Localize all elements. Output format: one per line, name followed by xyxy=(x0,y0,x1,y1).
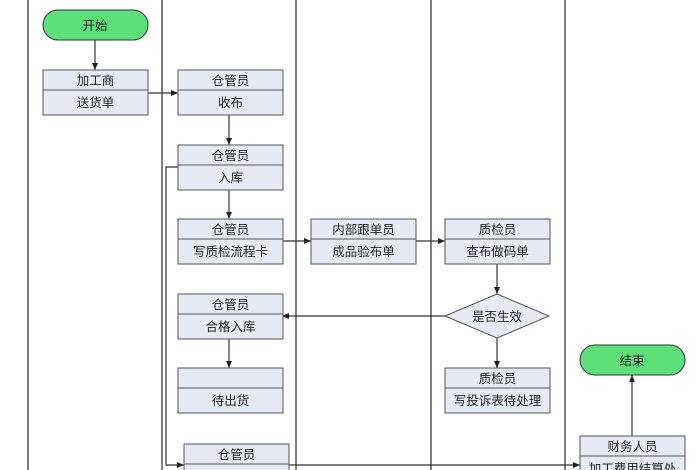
box-task: 送货单 xyxy=(77,95,115,110)
process-box-bottom-keeper: 仓管员 xyxy=(183,443,290,470)
box-task: 收布 xyxy=(218,95,243,110)
decision-diamond xyxy=(443,293,551,339)
end-node: 结束 xyxy=(579,344,686,376)
box-role: 仓管员 xyxy=(212,297,250,312)
box-role: 财务人员 xyxy=(607,439,657,454)
box-shape xyxy=(183,443,290,470)
box-task: 查布做码单 xyxy=(466,244,529,259)
box-role: 仓管员 xyxy=(218,447,256,462)
box-task: 加工费用结算处 xyxy=(589,461,677,470)
decision-node: 是否生效 xyxy=(443,293,551,339)
box-shape xyxy=(177,293,284,340)
connectors xyxy=(92,40,635,468)
box-shape xyxy=(310,218,417,265)
start-label: 开始 xyxy=(82,18,108,33)
box-task: 待出货 xyxy=(212,393,250,408)
box-shape xyxy=(579,435,686,470)
box-role: 质检员 xyxy=(479,371,517,386)
box-role: 质检员 xyxy=(479,222,517,237)
box-shape xyxy=(42,69,149,116)
box-role: 仓管员 xyxy=(212,73,250,88)
box-shape xyxy=(177,144,284,191)
box-task: 入库 xyxy=(218,170,243,185)
box-shape xyxy=(444,218,551,265)
box-shape xyxy=(177,218,284,265)
box-task: 成品验布单 xyxy=(332,244,395,259)
process-box-await-ship: 待出货 xyxy=(177,367,284,414)
box-task: 写质检流程卡 xyxy=(193,244,268,259)
decision-label: 是否生效 xyxy=(472,309,523,324)
end-label: 结束 xyxy=(619,353,645,368)
box-shape xyxy=(177,69,284,116)
box-shape xyxy=(444,367,551,414)
start-node: 开始 xyxy=(42,9,149,41)
box-role: 内部跟单员 xyxy=(332,222,395,237)
box-shape xyxy=(177,367,284,414)
box-task: 写投诉表待处理 xyxy=(454,393,542,408)
box-role: 仓管员 xyxy=(212,148,250,163)
end-shape xyxy=(579,344,686,376)
box-role: 仓管员 xyxy=(212,222,250,237)
box-role: 加工商 xyxy=(77,73,115,88)
swimlane-dividers xyxy=(27,0,566,470)
start-shape xyxy=(42,9,149,41)
box-task: 合格入库 xyxy=(205,319,255,334)
arrow xyxy=(165,166,184,468)
